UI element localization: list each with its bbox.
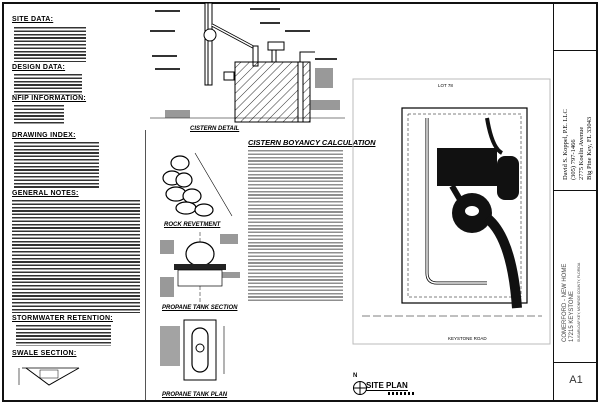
design-data-heading: DESIGN DATA: <box>12 64 66 71</box>
rock-revetment-label: ROCK REVETMENT <box>164 222 221 228</box>
site-data-heading: SITE DATA: <box>12 16 54 23</box>
nfip-text <box>14 104 64 124</box>
north-label: N <box>353 373 358 379</box>
project-name: COMERFORD - NEW HOME <box>562 263 568 342</box>
firm-name: David S. Koppel, P.E. LLC <box>562 109 569 180</box>
cistern-detail-label: CISTERN DETAIL <box>190 126 240 132</box>
north-arrow-icon <box>353 381 367 395</box>
stormwater-heading: STORMWATER RETENTION: <box>12 315 113 322</box>
scale-bar <box>388 392 416 395</box>
propane-tank-section-label: PROPANE TANK SECTION <box>162 305 238 311</box>
sheet-number: A1 <box>569 374 583 386</box>
general-notes-heading: GENERAL NOTES: <box>12 190 79 197</box>
propane-tank-plan-label: PROPANE TANK PLAN <box>162 392 228 398</box>
title-block: David S. Koppel, P.E. LLC (305) 797-1466… <box>553 2 598 402</box>
column-divider <box>145 130 146 400</box>
swale-section-drawing <box>18 367 80 386</box>
site-plan-drawing <box>352 78 551 345</box>
stormwater-text <box>16 324 111 346</box>
propane-tank-plan-drawing <box>160 319 225 381</box>
road-label: KEYSTONE ROAD <box>448 336 487 341</box>
site-plan-title: SITE PLAN <box>366 381 408 391</box>
drawing-sheet <box>2 2 598 402</box>
swale-heading: SWALE SECTION: <box>12 350 77 357</box>
design-data-text <box>14 73 82 95</box>
cistern-calc-table <box>248 149 343 301</box>
nfip-heading: NFIP INFORMATION: <box>12 95 87 102</box>
propane-tank-section-drawing <box>160 232 240 310</box>
firm-city: Big Pine Key, FL 33043 <box>586 116 593 180</box>
project-location: SUGARLOAF KEY, MONROE COUNTY, FLORIDA <box>577 262 581 342</box>
general-notes-text <box>12 199 140 313</box>
cistern-calc-title: CISTERN BOYANCY CALCULATION <box>248 138 376 147</box>
cistern-detail-drawing <box>150 2 345 123</box>
drawing-index-text <box>14 141 99 189</box>
project-address: 17215 KEYSTONE <box>569 291 575 342</box>
rock-revetment-drawing <box>162 152 233 217</box>
drawing-index-heading: DRAWING INDEX: <box>12 132 76 139</box>
lot-label: LOT 78 <box>438 83 453 88</box>
site-data-text <box>14 26 86 62</box>
firm-address: 2775 Koelin Avenue <box>578 126 585 180</box>
firm-phone: (305) 797-1466 <box>570 139 577 180</box>
